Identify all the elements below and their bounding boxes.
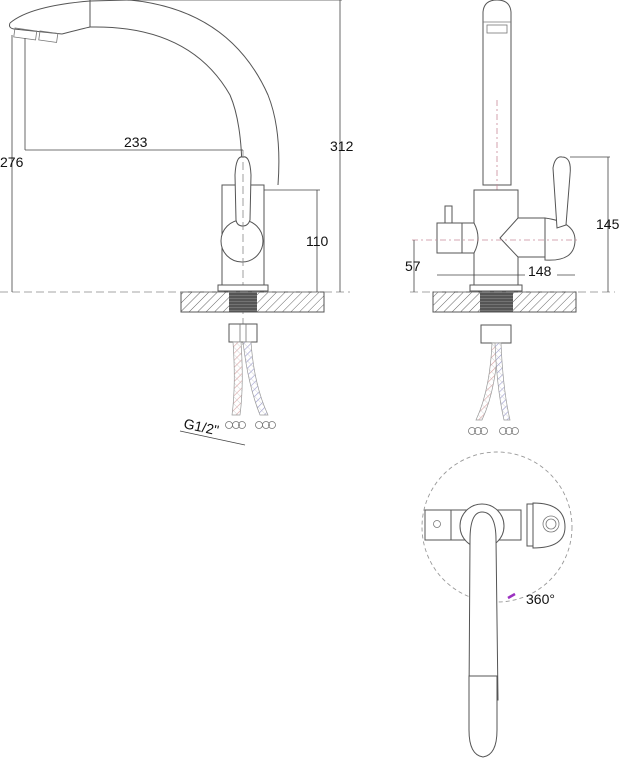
dim-handle-height: 145	[596, 216, 619, 232]
rotation-circle	[421, 451, 573, 603]
spout-tip-top	[468, 675, 498, 758]
spout	[9, 0, 280, 186]
mixer-housing	[499, 217, 546, 258]
top-view: 360°	[421, 451, 573, 758]
dim-spout-height: 276	[0, 154, 24, 170]
hot-water-hose	[231, 341, 243, 416]
mixer-cap-top	[532, 502, 566, 549]
dim-connection-thread: G1/2"	[182, 415, 220, 438]
filter-valve-top	[424, 509, 452, 541]
rotation-label: 360°	[526, 591, 555, 607]
connector-nut-front	[480, 324, 512, 344]
dim-outlet-height: 57	[405, 258, 421, 274]
dim-body-width: 148	[528, 263, 552, 279]
lever-handle-front	[552, 156, 571, 229]
filter-valve-knob	[444, 205, 453, 224]
dimension-lines-front	[413, 156, 610, 292]
front-view: 145 57 148	[405, 0, 619, 435]
dim-body-height: 110	[306, 233, 329, 249]
spout-top	[468, 511, 499, 701]
dim-spout-reach: 233	[124, 134, 148, 150]
threaded-shank	[229, 292, 257, 312]
base-plate-front	[469, 284, 523, 292]
cold-water-hose	[242, 341, 269, 416]
hose-fittings	[225, 421, 276, 429]
base-plate	[217, 284, 269, 292]
side-view: 233 276 312 110 G1/2"	[0, 0, 354, 446]
dimension-lines	[11, 0, 342, 446]
dim-total-height: 312	[330, 138, 354, 154]
rotation-marker	[507, 592, 516, 600]
spout-front	[482, 0, 512, 186]
filter-valve	[436, 222, 463, 254]
connector-nut	[228, 323, 258, 343]
